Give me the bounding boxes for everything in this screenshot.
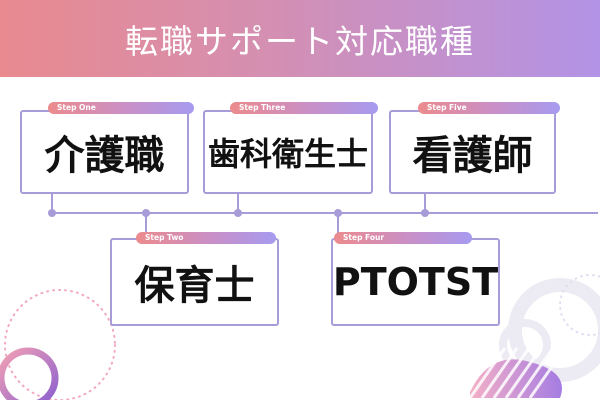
gradient-ring-decoration <box>0 347 59 400</box>
step-name: PTOTST <box>332 260 499 304</box>
step-name: 歯科衛生士 <box>207 135 368 173</box>
dotted-circle-decoration <box>4 289 116 400</box>
timeline-node <box>334 209 342 217</box>
header-banner: 転職サポート対応職種 <box>0 0 600 77</box>
step-card-one: 介護職 <box>20 110 189 194</box>
step-card-three: 歯科衛生士 <box>203 110 373 194</box>
step-card-five: 看護師 <box>389 110 556 194</box>
page-title: 転職サポート対応職種 <box>125 21 475 61</box>
timeline-node <box>234 209 242 217</box>
step-tab-two: Step Two <box>136 232 276 244</box>
striped-blob-decoration <box>468 347 567 399</box>
step-name: 看護師 <box>412 133 533 179</box>
step-tab-four: Step Four <box>334 232 472 244</box>
step-name: 介護職 <box>44 133 165 179</box>
step-tab-five: Step Five <box>418 102 560 114</box>
step-tab-one: Step One <box>48 102 194 114</box>
timeline-node <box>421 209 429 217</box>
timeline-node <box>142 209 150 217</box>
step-name: 保育士 <box>134 263 255 309</box>
step-card-two: 保育士 <box>110 238 279 326</box>
step-card-four: PTOTST <box>331 238 500 326</box>
faint-circle-decoration <box>508 278 600 382</box>
timeline-node <box>48 209 56 217</box>
step-tab-three: Step Three <box>230 102 378 114</box>
